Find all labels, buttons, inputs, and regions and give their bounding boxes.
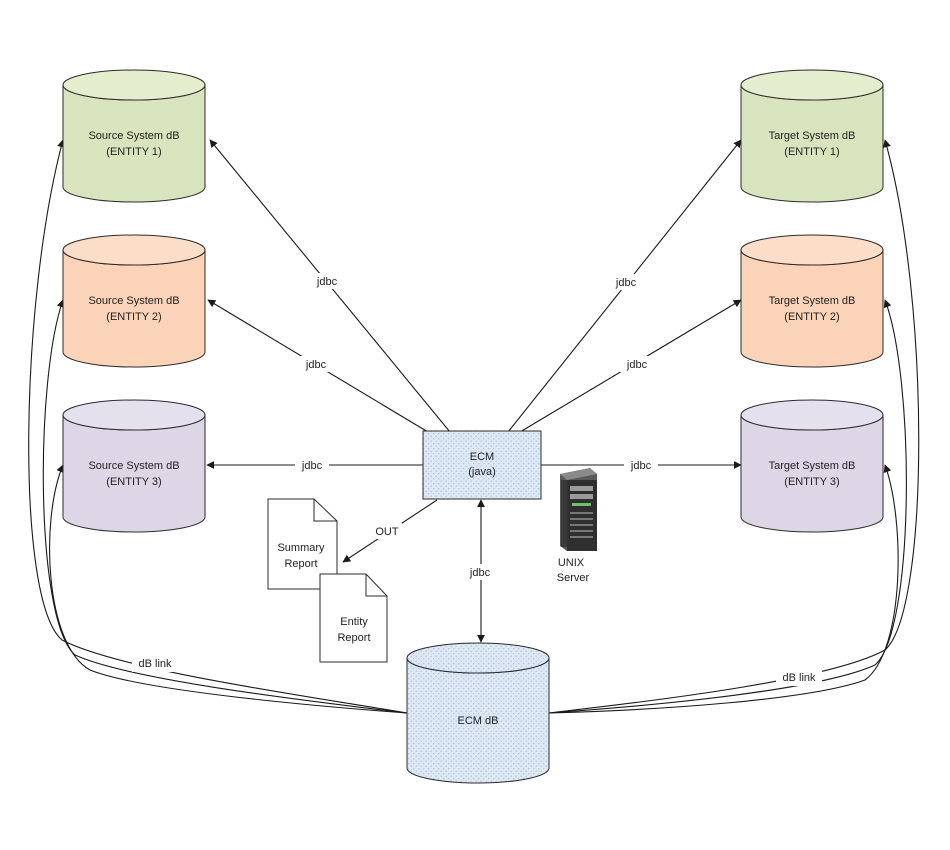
label-jdbc-ecmdb: jdbc [469, 567, 491, 579]
server-icon [560, 468, 597, 551]
target-db-1-name: Target System dB [769, 130, 856, 142]
label-out: OUT [375, 526, 399, 538]
label-jdbc-target-1: jdbc [615, 277, 637, 289]
ecm-db: ECM dB [406, 642, 550, 784]
db-link-left-3 [49, 464, 408, 714]
target-db-3-name: Target System dB [769, 460, 856, 472]
ecm-box: ECM (java) [422, 430, 542, 500]
summary-report: Summary Report [267, 498, 338, 590]
ecm-name: ECM [470, 451, 494, 463]
target-db-2: Target System dB (ENTITY 2) [740, 234, 884, 368]
target-db-1: Target System dB (ENTITY 1) [740, 69, 884, 203]
entity-report-line2: Report [337, 632, 370, 644]
source-db-1-entity: (ENTITY 1) [106, 146, 161, 158]
db-link-left-1 [28, 139, 408, 714]
ecm-sub: (java) [468, 466, 496, 478]
target-db-2-entity: (ENTITY 2) [784, 311, 839, 323]
summary-report-line2: Report [284, 558, 317, 570]
label-jdbc-source-3: jdbc [301, 460, 323, 472]
target-db-2-name: Target System dB [769, 295, 856, 307]
db-link-right-1 [548, 139, 920, 714]
target-db-3-entity: (ENTITY 3) [784, 476, 839, 488]
label-db-link-left: dB link [138, 658, 172, 670]
entity-report-line1: Entity [340, 616, 368, 628]
target-db-1-entity: (ENTITY 1) [784, 146, 839, 158]
edge-labels: jdbc jdbc jdbc jdbc jdbc jdbc jdbc OUT d… [132, 273, 822, 686]
source-db-1-name: Source System dB [88, 130, 179, 142]
db-link-right-3 [548, 464, 899, 714]
source-db-3: Source System dB (ENTITY 3) [62, 399, 206, 533]
entity-report: Entity Report [319, 573, 388, 663]
db-link-left-edges [28, 139, 408, 714]
source-db-2-name: Source System dB [88, 295, 179, 307]
db-link-left-2 [42, 299, 408, 714]
summary-report-line1: Summary [277, 542, 325, 554]
label-jdbc-target-3: jdbc [630, 460, 652, 472]
label-jdbc-source-1: jdbc [316, 276, 338, 288]
source-db-2: Source System dB (ENTITY 2) [62, 234, 206, 368]
source-db-3-entity: (ENTITY 3) [106, 476, 161, 488]
server-label-1: UNIX [558, 557, 585, 569]
source-db-2-entity: (ENTITY 2) [106, 311, 161, 323]
label-jdbc-source-2: jdbc [305, 359, 327, 371]
db-link-right-edges [548, 139, 920, 714]
unix-server: UNIX Server [557, 468, 597, 584]
target-db-3: Target System dB (ENTITY 3) [740, 399, 884, 533]
db-link-right-2 [548, 299, 907, 714]
label-db-link-right: dB link [782, 672, 816, 684]
server-label-2: Server [557, 572, 590, 584]
ecm-db-name: ECM dB [458, 715, 499, 727]
source-db-3-name: Source System dB [88, 460, 179, 472]
source-db-1: Source System dB (ENTITY 1) [62, 69, 206, 203]
label-jdbc-target-2: jdbc [626, 359, 648, 371]
